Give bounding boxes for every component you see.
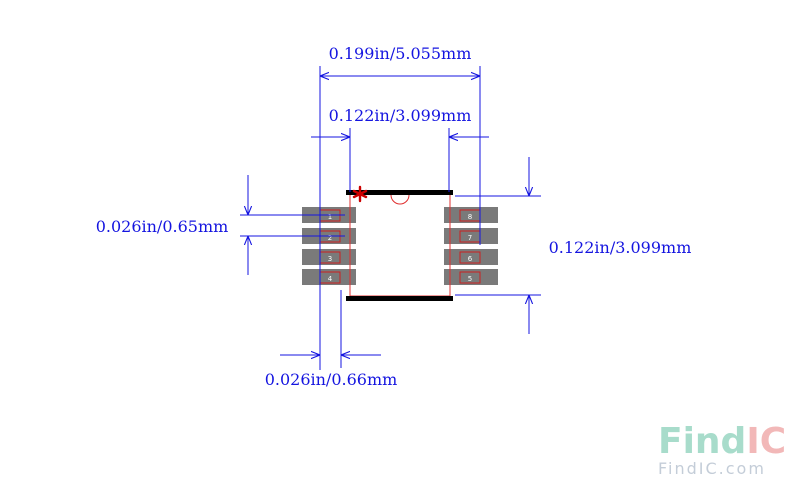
- body-top-edge: [346, 190, 453, 195]
- pin-number-6: 6: [468, 255, 473, 263]
- pin-number-3: 3: [328, 255, 332, 263]
- pin-number-4: 4: [328, 275, 333, 283]
- pad-6: [444, 249, 498, 265]
- watermark-site: FindIC.com: [658, 459, 766, 478]
- body-bottom-edge: [346, 296, 453, 301]
- pin-number-8: 8: [468, 213, 472, 221]
- pin1-notch-icon: [390, 194, 410, 205]
- package-body: [346, 190, 453, 301]
- body-width-label: 0.122in/3.099mm: [329, 106, 472, 125]
- pad-8: [444, 207, 498, 223]
- body-length-label: 0.122in/3.099mm: [549, 238, 692, 257]
- pad-7: [444, 228, 498, 244]
- watermark-ic: IC: [746, 421, 786, 462]
- overall-width-label: 0.199in/5.055mm: [329, 44, 472, 63]
- dimension-overall-width: [319, 66, 481, 370]
- pin-number-5: 5: [468, 275, 472, 283]
- pad-5: [444, 269, 498, 285]
- lead-width-label: 0.026in/0.66mm: [265, 370, 398, 389]
- dimension-lead-width: [280, 290, 381, 368]
- right-pad-row: 8 7 6 5: [444, 207, 498, 285]
- pad-3: [302, 249, 356, 265]
- asterisk-icon: [352, 185, 368, 203]
- dimension-body-length: [455, 157, 541, 334]
- pin-number-7: 7: [468, 234, 472, 242]
- pin-number-2: 2: [328, 234, 332, 242]
- svg-text:FindIC: FindIC: [658, 421, 786, 462]
- pitch-label: 0.026in/0.65mm: [96, 217, 229, 236]
- pad-4: [302, 269, 356, 285]
- watermark-find: Find: [658, 421, 746, 462]
- pin-number-1: 1: [328, 213, 332, 221]
- dimension-pitch: [240, 175, 345, 275]
- left-pad-row: 1 2 3 4: [302, 207, 356, 285]
- dimension-body-width: [311, 128, 489, 192]
- findic-watermark-logo: FindIC FindIC.com: [658, 421, 786, 478]
